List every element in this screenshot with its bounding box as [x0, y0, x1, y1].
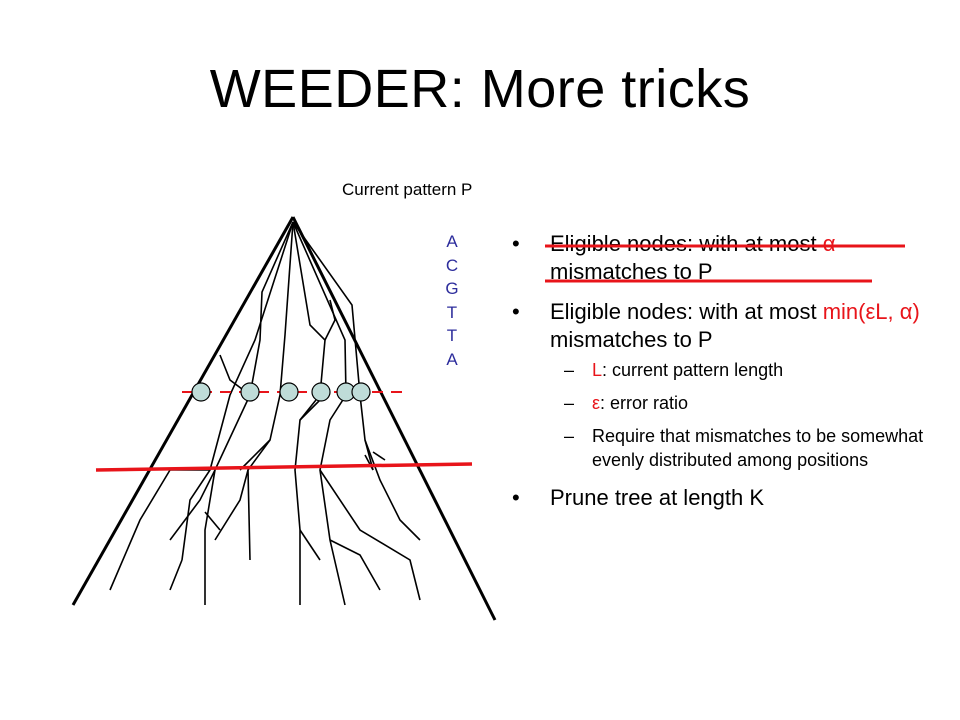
eligible-node	[351, 382, 371, 402]
eligible-node	[279, 382, 299, 402]
pattern-letter: G	[445, 279, 459, 298]
triangle-left-edge	[71, 216, 295, 606]
triangle-right-edge	[291, 216, 497, 621]
pattern-letter: T	[446, 326, 458, 345]
eligible-nodes	[191, 382, 371, 402]
pattern-letter: A	[446, 349, 458, 369]
sub-key: ε	[592, 393, 601, 413]
alpha-symbol: α	[822, 231, 836, 256]
bullet-text-tail: mismatches to P	[550, 259, 713, 284]
eligible-node	[240, 382, 260, 402]
sub-bullet-length: L: current pattern length	[512, 358, 952, 382]
bullet-eligible-old: Eligible nodes: with at most α mismatche…	[512, 230, 952, 286]
min-expression: min(εL, α)	[822, 299, 920, 324]
pattern-letter: C	[445, 255, 459, 275]
bullet-eligible-new: Eligible nodes: with at most min(εL, α) …	[512, 298, 952, 354]
pattern-letters: A C G T T A	[443, 230, 461, 371]
sub-bullet-error-ratio: ε: error ratio	[512, 391, 952, 415]
eligible-node	[311, 382, 331, 402]
bullet-prune: Prune tree at length K	[512, 484, 952, 512]
tree-branches	[109, 221, 421, 606]
bullet-text-tail: mismatches to P	[550, 327, 713, 352]
bullet-text: Prune tree at length K	[550, 485, 765, 510]
slide-title: WEEDER: More tricks	[209, 59, 751, 119]
pattern-letter: A	[446, 232, 458, 251]
sub-desc: : current pattern length	[602, 360, 784, 380]
sub-desc: : error ratio	[600, 393, 689, 413]
prune-line	[95, 462, 473, 472]
sub-desc: Require that mismatches to be somewhat e…	[592, 426, 924, 470]
sub-bullet-distribution: Require that mismatches to be somewhat e…	[512, 424, 952, 472]
pattern-caption: Current pattern P	[342, 180, 473, 199]
bullet-list: Eligible nodes: with at most α mismatche…	[512, 230, 952, 512]
sub-key: L	[592, 360, 603, 380]
eligible-node	[191, 382, 211, 402]
bullet-text: Eligible nodes: with at most	[550, 299, 823, 324]
bullet-text: Eligible nodes: with at most	[550, 231, 823, 256]
pattern-letter: T	[446, 302, 458, 322]
